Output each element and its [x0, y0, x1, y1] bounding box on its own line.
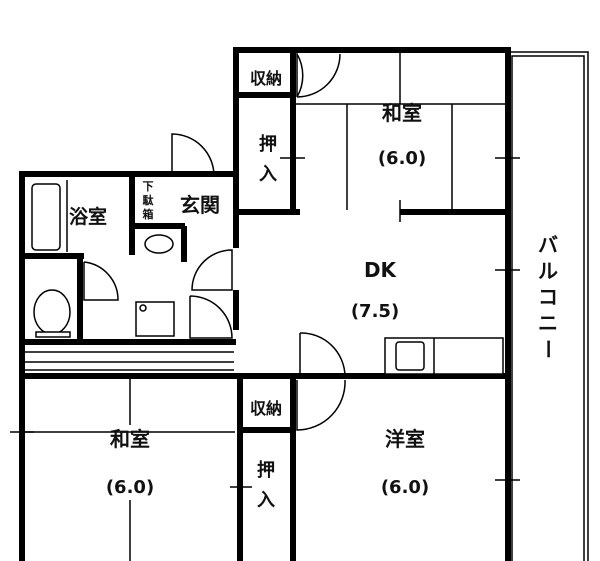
- shoe-box-label-1: 下: [143, 180, 154, 193]
- washitsu-bottom-name: 和室: [110, 427, 150, 451]
- entrance-label: 玄関: [180, 193, 220, 217]
- walls: [19, 47, 511, 561]
- storage-top-label: 収納: [250, 69, 282, 88]
- balcony-label-2: ル: [538, 259, 558, 283]
- sink: [144, 234, 174, 254]
- washitsu-bottom-size: (6.0): [106, 477, 154, 498]
- doors: [83, 51, 346, 431]
- youshitsu-size: (6.0): [381, 477, 429, 498]
- closet-top-label-2: 入: [259, 164, 277, 185]
- balcony-label-1: バ: [538, 233, 558, 257]
- bath-label: 浴室: [69, 205, 107, 228]
- fixtures: [31, 180, 504, 375]
- washitsu-top-size: (6.0): [378, 148, 426, 169]
- dk-size: (7.5): [351, 301, 399, 322]
- washitsu-top-name: 和室: [382, 101, 422, 125]
- shoe-box-label-3: 箱: [143, 207, 154, 221]
- shoe-box-label-2: 駄: [143, 193, 155, 207]
- balcony-label-4: ニ: [538, 311, 558, 335]
- dk-name: DK: [364, 258, 398, 282]
- closet-top-label-1: 押: [259, 133, 277, 155]
- storage-bottom-label: 収納: [250, 399, 282, 418]
- tatami-lines: [10, 52, 520, 561]
- toilet: [33, 289, 71, 335]
- closet-bottom-label-2: 入: [257, 490, 275, 511]
- balcony-label-5: ー: [536, 339, 560, 359]
- youshitsu-name: 洋室: [385, 427, 425, 451]
- balcony-label-3: コ: [538, 285, 558, 309]
- closet-bottom-label-1: 押: [257, 459, 275, 481]
- bathtub: [31, 183, 61, 251]
